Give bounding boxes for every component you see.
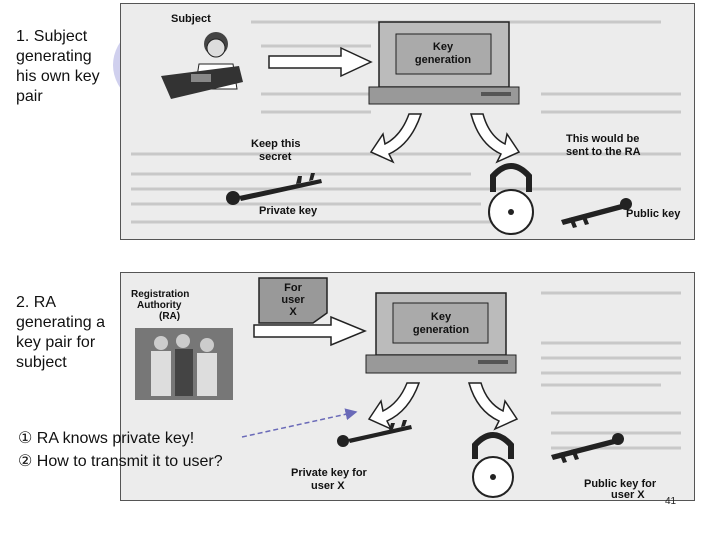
curved-arrow-right-icon — [470, 113, 521, 164]
curved-arrow-left-icon — [367, 382, 421, 431]
keep-secret-line2: secret — [259, 151, 292, 163]
public-key-label: Public key — [626, 208, 681, 220]
sent-to-ra-line1: This would be — [566, 133, 639, 145]
ra-label-line1: Registration — [131, 289, 189, 300]
for-user-line1: For — [284, 282, 302, 294]
private-key-user-line2: user X — [311, 480, 345, 492]
user-x-document-icon — [258, 277, 328, 324]
subject-label: Subject — [171, 13, 211, 25]
keep-secret-line1: Keep this — [251, 138, 301, 150]
private-key-label: Private key — [259, 205, 318, 217]
curved-arrow-right-icon — [468, 382, 519, 431]
ra-label-line3: (RA) — [159, 311, 180, 322]
private-key-icon — [226, 173, 322, 205]
ra-people-image — [135, 328, 233, 400]
computer-icon — [365, 292, 517, 374]
panel-ra-keygen: Registration Authority (RA) For user X — [120, 272, 695, 501]
keygen2-line2: generation — [413, 324, 470, 336]
sent-to-ra-line2: sent to the RA — [566, 146, 641, 158]
step2-caption: 2. RA generating a key pair for subject — [16, 294, 105, 371]
padlock-icon — [472, 432, 514, 498]
note-transmit-question: ② How to transmit it to user? — [18, 453, 223, 470]
public-key-icon — [561, 198, 632, 228]
padlock-icon — [488, 163, 534, 235]
keygen2-line1: Key — [431, 311, 452, 323]
panel-subject-keygen: Subject Key generation Keep t — [120, 3, 695, 240]
curved-arrow-left-icon — [369, 113, 423, 164]
subject-person-icon — [161, 32, 243, 99]
arrow-to-keygen-icon — [268, 46, 373, 78]
arrow-to-keygen-icon — [253, 315, 367, 347]
public-key-icon — [551, 433, 624, 463]
public-key-user-line2: user X — [611, 489, 645, 500]
private-key-icon — [337, 420, 412, 447]
keygen-line2: generation — [415, 54, 472, 66]
ra-label-line2: Authority — [137, 300, 182, 311]
public-key-user-line1: Public key for — [584, 478, 657, 490]
step1-caption: 1. Subject generating his own key pair — [16, 28, 100, 105]
for-user-line3: X — [289, 306, 297, 318]
note-ra-knows-key: ① RA knows private key! — [18, 430, 195, 447]
computer-icon — [368, 21, 520, 105]
for-user-line2: user — [281, 294, 305, 306]
page-number: 41 — [665, 496, 677, 507]
keygen-line1: Key — [433, 41, 454, 53]
private-key-user-line1: Private key for — [291, 467, 368, 479]
